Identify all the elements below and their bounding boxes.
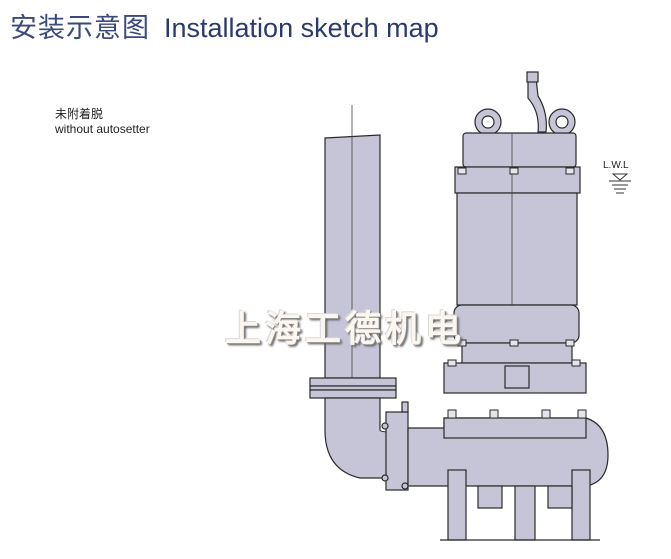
support-leg-center	[514, 485, 536, 541]
caption-chinese: 未附着脱	[55, 107, 104, 121]
outlet-flange	[385, 411, 409, 491]
flange-bolt	[381, 422, 389, 430]
motor-body	[456, 192, 578, 306]
volute-top-flange	[443, 417, 587, 439]
company-watermark: 上海工德机电	[225, 308, 466, 350]
support-leg-right	[571, 469, 591, 541]
pipe-flange-top	[309, 377, 397, 387]
bolt-row	[447, 167, 587, 419]
cable-gland	[526, 71, 539, 83]
suction-boss-left	[477, 485, 503, 509]
support-leg-left	[447, 469, 467, 541]
motor-lower-flange	[453, 304, 580, 344]
page-title: 安装示意图 Installation sketch map	[10, 6, 439, 44]
pipe-flange-bottom	[309, 389, 397, 399]
suction-boss-right	[547, 485, 573, 509]
discharge-elbow	[324, 397, 393, 479]
title-chinese: 安装示意图	[10, 13, 150, 44]
center-boss	[504, 365, 530, 389]
caption-english: without autosetter	[55, 122, 150, 136]
water-level-symbol	[609, 173, 631, 194]
flange-bolt	[381, 474, 389, 482]
caption-block: 未附着脱 without autosetter	[55, 107, 150, 137]
flange-bolt-head	[401, 401, 409, 413]
lwl-label: L.W.L	[603, 160, 629, 171]
flange-bolt	[401, 482, 409, 490]
title-english: Installation sketch map	[164, 13, 439, 43]
motor-top-cap	[462, 132, 577, 168]
pipe-flange-gasket	[309, 385, 397, 391]
power-cable	[527, 77, 547, 133]
